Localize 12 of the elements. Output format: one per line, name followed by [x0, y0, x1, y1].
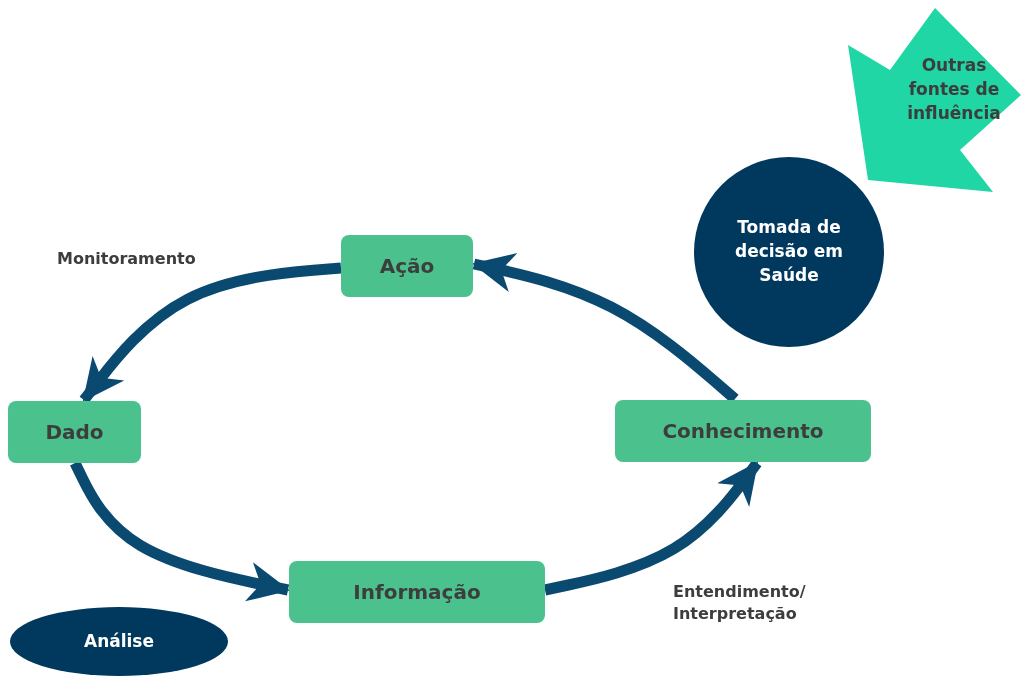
process-box: Dado — [8, 401, 141, 463]
process-box: Conhecimento — [615, 400, 871, 462]
process-box: Informação — [289, 561, 545, 623]
process-box: Ação — [341, 235, 473, 297]
annotation-text: Monitoramento — [57, 248, 197, 270]
curved-arrow — [543, 459, 762, 596]
curved-arrow — [70, 460, 290, 602]
curved-arrow — [79, 262, 342, 404]
annotation-text: Entendimento/ Interpretação — [673, 581, 807, 626]
process-ellipse: Análise — [10, 607, 228, 676]
decision-circle: Tomada de decisão em Saúde — [694, 157, 884, 347]
block-arrow: Outras fontes de influência — [846, 6, 1021, 194]
